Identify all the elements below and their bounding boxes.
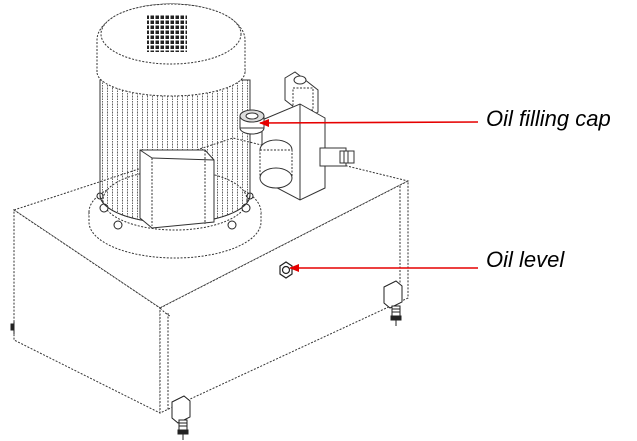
terminal-box — [139, 149, 215, 229]
valve-block — [239, 71, 355, 201]
tank-front-face — [159, 180, 409, 414]
tank-foot-front-right — [383, 280, 403, 326]
oil-level-sight-glass — [279, 261, 293, 279]
oil-filling-cap-arrow — [259, 118, 479, 127]
tank-foot-front-left — [171, 395, 191, 440]
tank-foot-back-left — [10, 322, 15, 334]
oil-filling-cap — [239, 109, 265, 135]
oil-filling-cap-label: Oil filling cap — [486, 106, 611, 131]
electric-motor — [96, 3, 251, 229]
fan-vent-grille — [147, 15, 187, 52]
oil-level-label: Oil level — [486, 247, 565, 272]
